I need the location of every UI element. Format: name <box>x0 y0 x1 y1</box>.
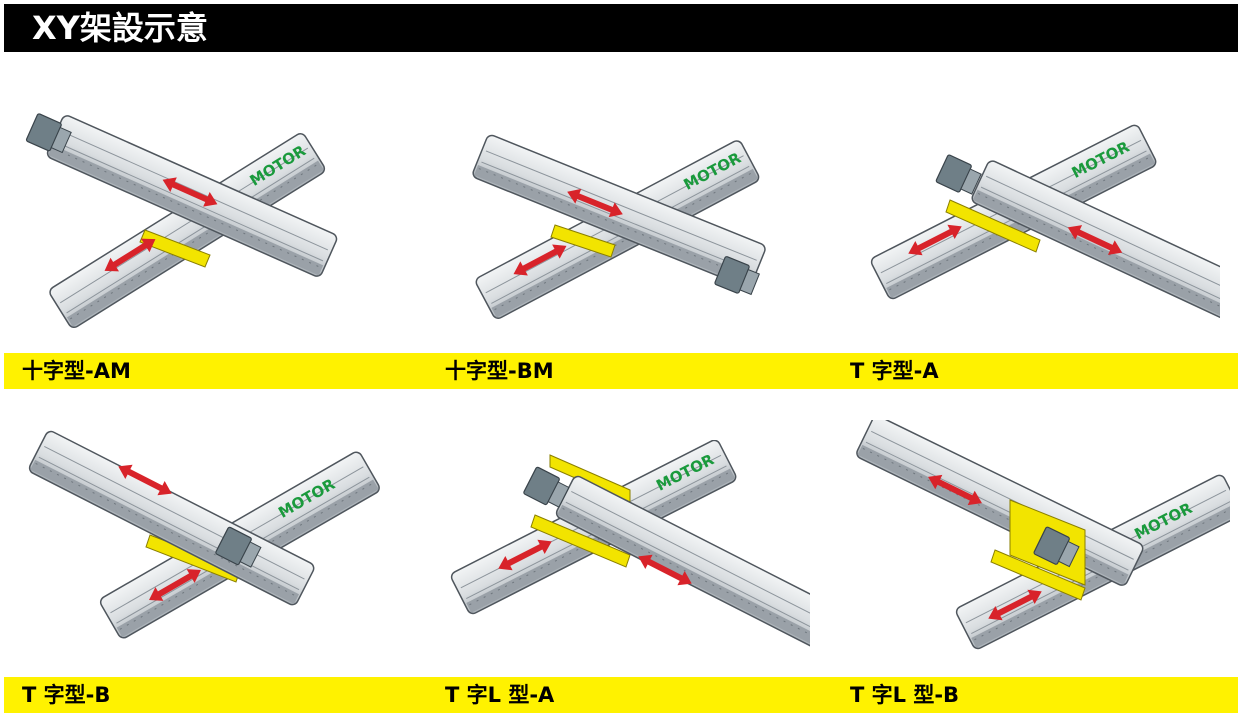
label-cross-am: 十字型-AM <box>22 359 131 383</box>
label-t-a: T 字型-A <box>850 359 939 383</box>
diagram-tl-a: MOTOR <box>440 440 810 660</box>
diagram-cross-bm: MOTOR <box>445 110 805 340</box>
label-band-top: 十字型-AM 十字型-BM T 字型-A <box>4 353 1238 389</box>
label-cross-bm: 十字型-BM <box>445 359 554 383</box>
diagram-tl-b: MOTOR <box>850 420 1230 660</box>
diagram-cross-am: MOTOR <box>10 95 370 345</box>
diagram-t-b: MOTOR <box>10 420 390 660</box>
title-bar: XY架設示意 <box>4 4 1238 52</box>
label-tl-b: T 字L 型-B <box>850 683 960 707</box>
diagram-t-a: MOTOR <box>850 100 1220 340</box>
label-t-b: T 字型-B <box>22 683 111 707</box>
label-tl-a: T 字L 型-A <box>445 683 555 707</box>
page-title: XY架設示意 <box>32 9 208 47</box>
label-band-bottom: T 字型-B T 字L 型-A T 字L 型-B <box>4 677 1238 713</box>
